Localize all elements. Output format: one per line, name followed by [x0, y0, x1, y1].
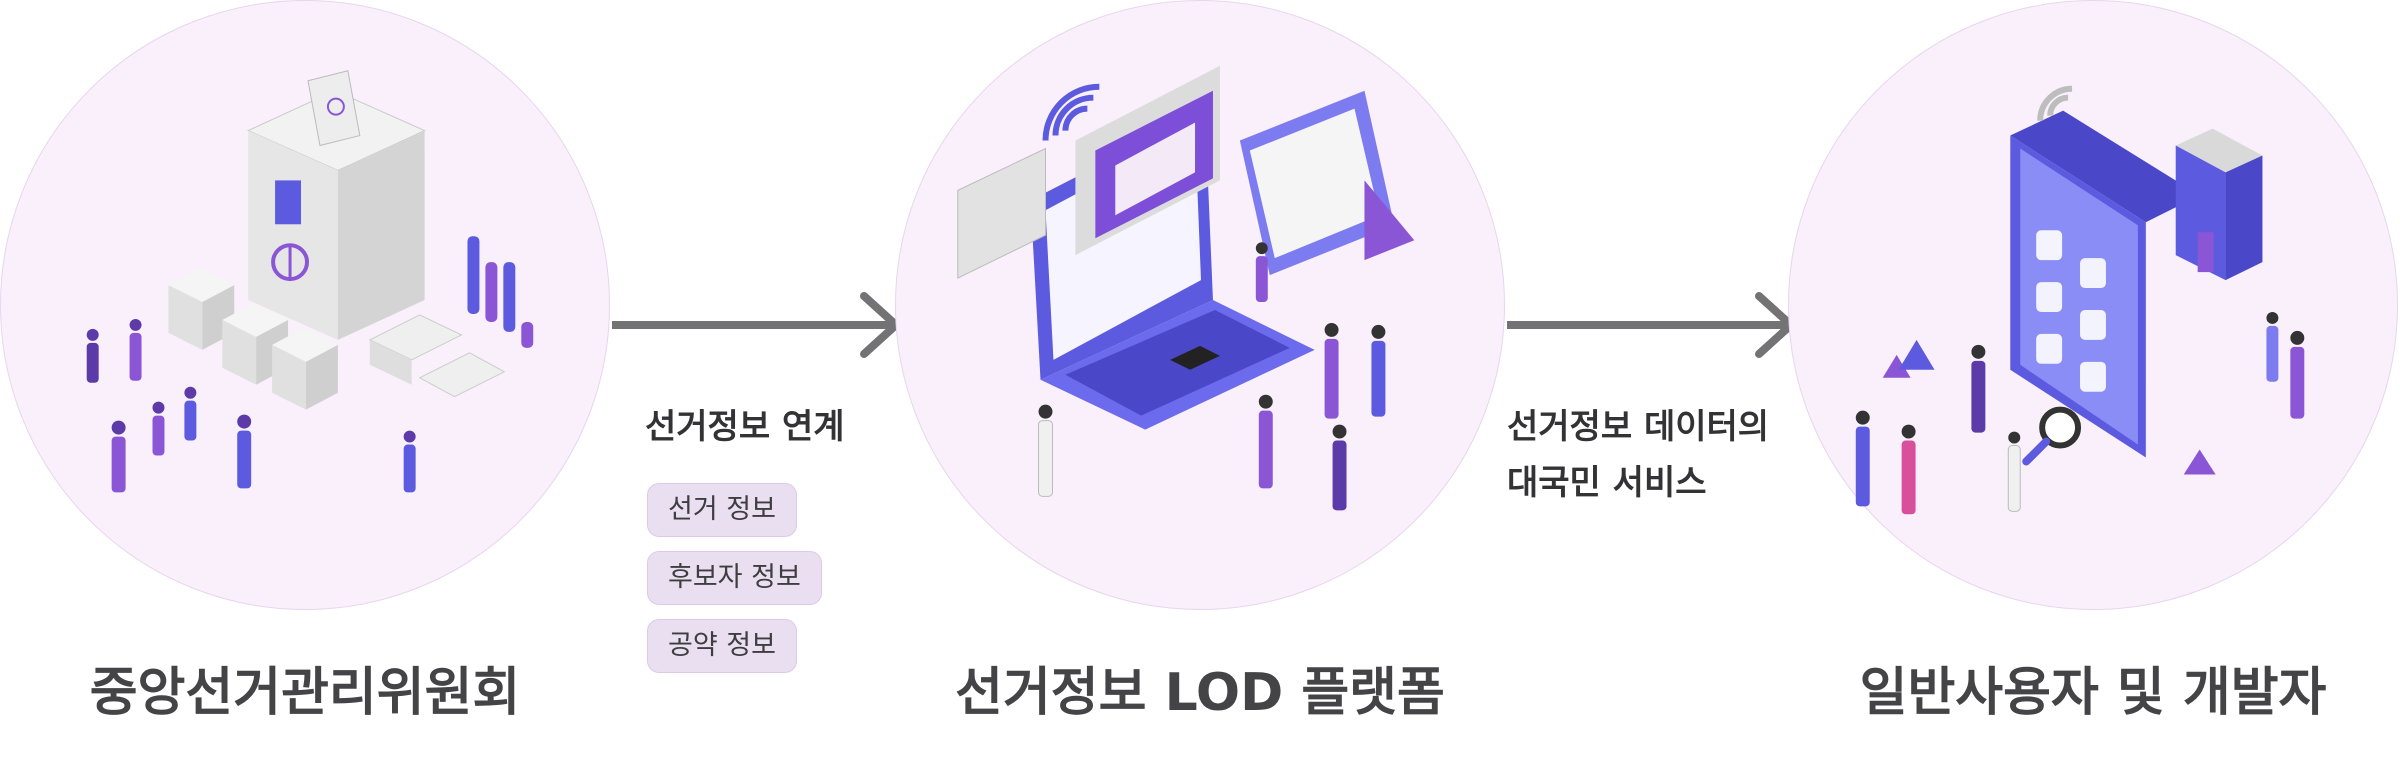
- flow-label-service-line2: 대국민 서비스: [1507, 463, 1707, 503]
- linked-data-tag-list: 선거 정보 후보자 정보 공약 정보: [647, 483, 822, 687]
- ballot-box-illustration: [86, 70, 534, 493]
- caption-nec: 중앙선거관리위원회: [89, 663, 521, 723]
- arrow-nec-to-lod: [612, 292, 900, 358]
- smartphone-service-illustration: [1855, 85, 2305, 515]
- node-lod-circle: [895, 0, 1505, 610]
- caption-users: 일반사용자 및 개발자: [1859, 663, 2327, 723]
- tag-election-info: 선거 정보: [647, 483, 797, 537]
- caption-lod-platform: 선거정보 LOD 플랫폼: [955, 663, 1445, 723]
- node-users-circle: [1788, 0, 2398, 610]
- flow-label-link: 선거정보 연계: [645, 407, 845, 447]
- flow-label-service-line1: 선거정보 데이터의: [1507, 407, 1770, 447]
- arrow-lod-to-users: [1507, 292, 1795, 358]
- node-nec-circle: [0, 0, 610, 610]
- tag-candidate-info: 후보자 정보: [647, 551, 822, 605]
- laptop-platform-illustration: [957, 65, 1415, 511]
- tag-pledge-info: 공약 정보: [647, 619, 797, 673]
